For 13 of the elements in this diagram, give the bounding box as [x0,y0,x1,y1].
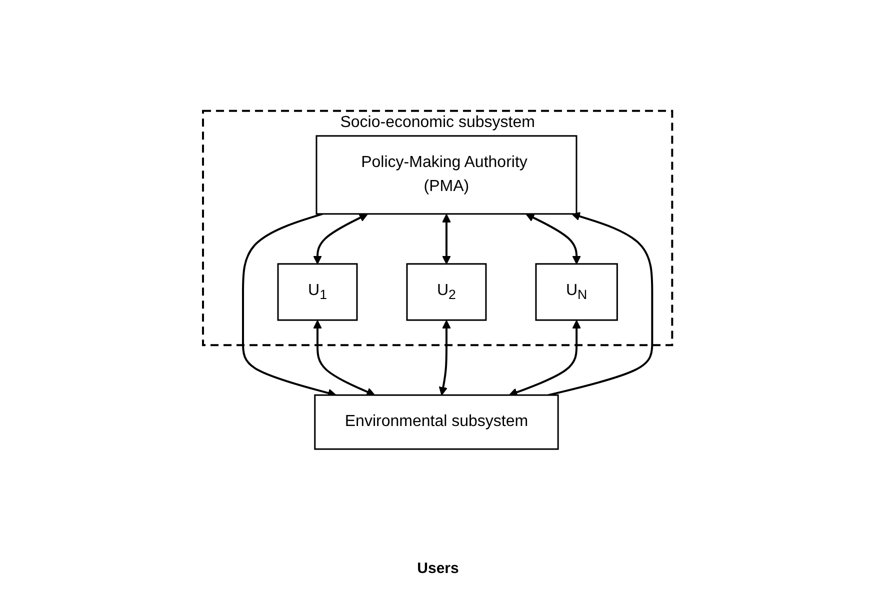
arrow [439,320,452,396]
arrow [509,320,582,396]
users-label: Users [417,560,459,577]
arrow [548,212,654,396]
arrow [314,214,368,264]
node-box: U$_{2}$ [406,263,488,321]
node-box: U$_{N}$ [536,263,618,321]
arrow [526,214,582,264]
arrow [314,320,376,396]
node-box: Environmental subsystem [314,394,560,450]
node-box: Policy-Making Authority (PMA) [316,135,578,215]
node-box: U$_{1}$ [278,263,358,321]
arrow [442,214,452,264]
